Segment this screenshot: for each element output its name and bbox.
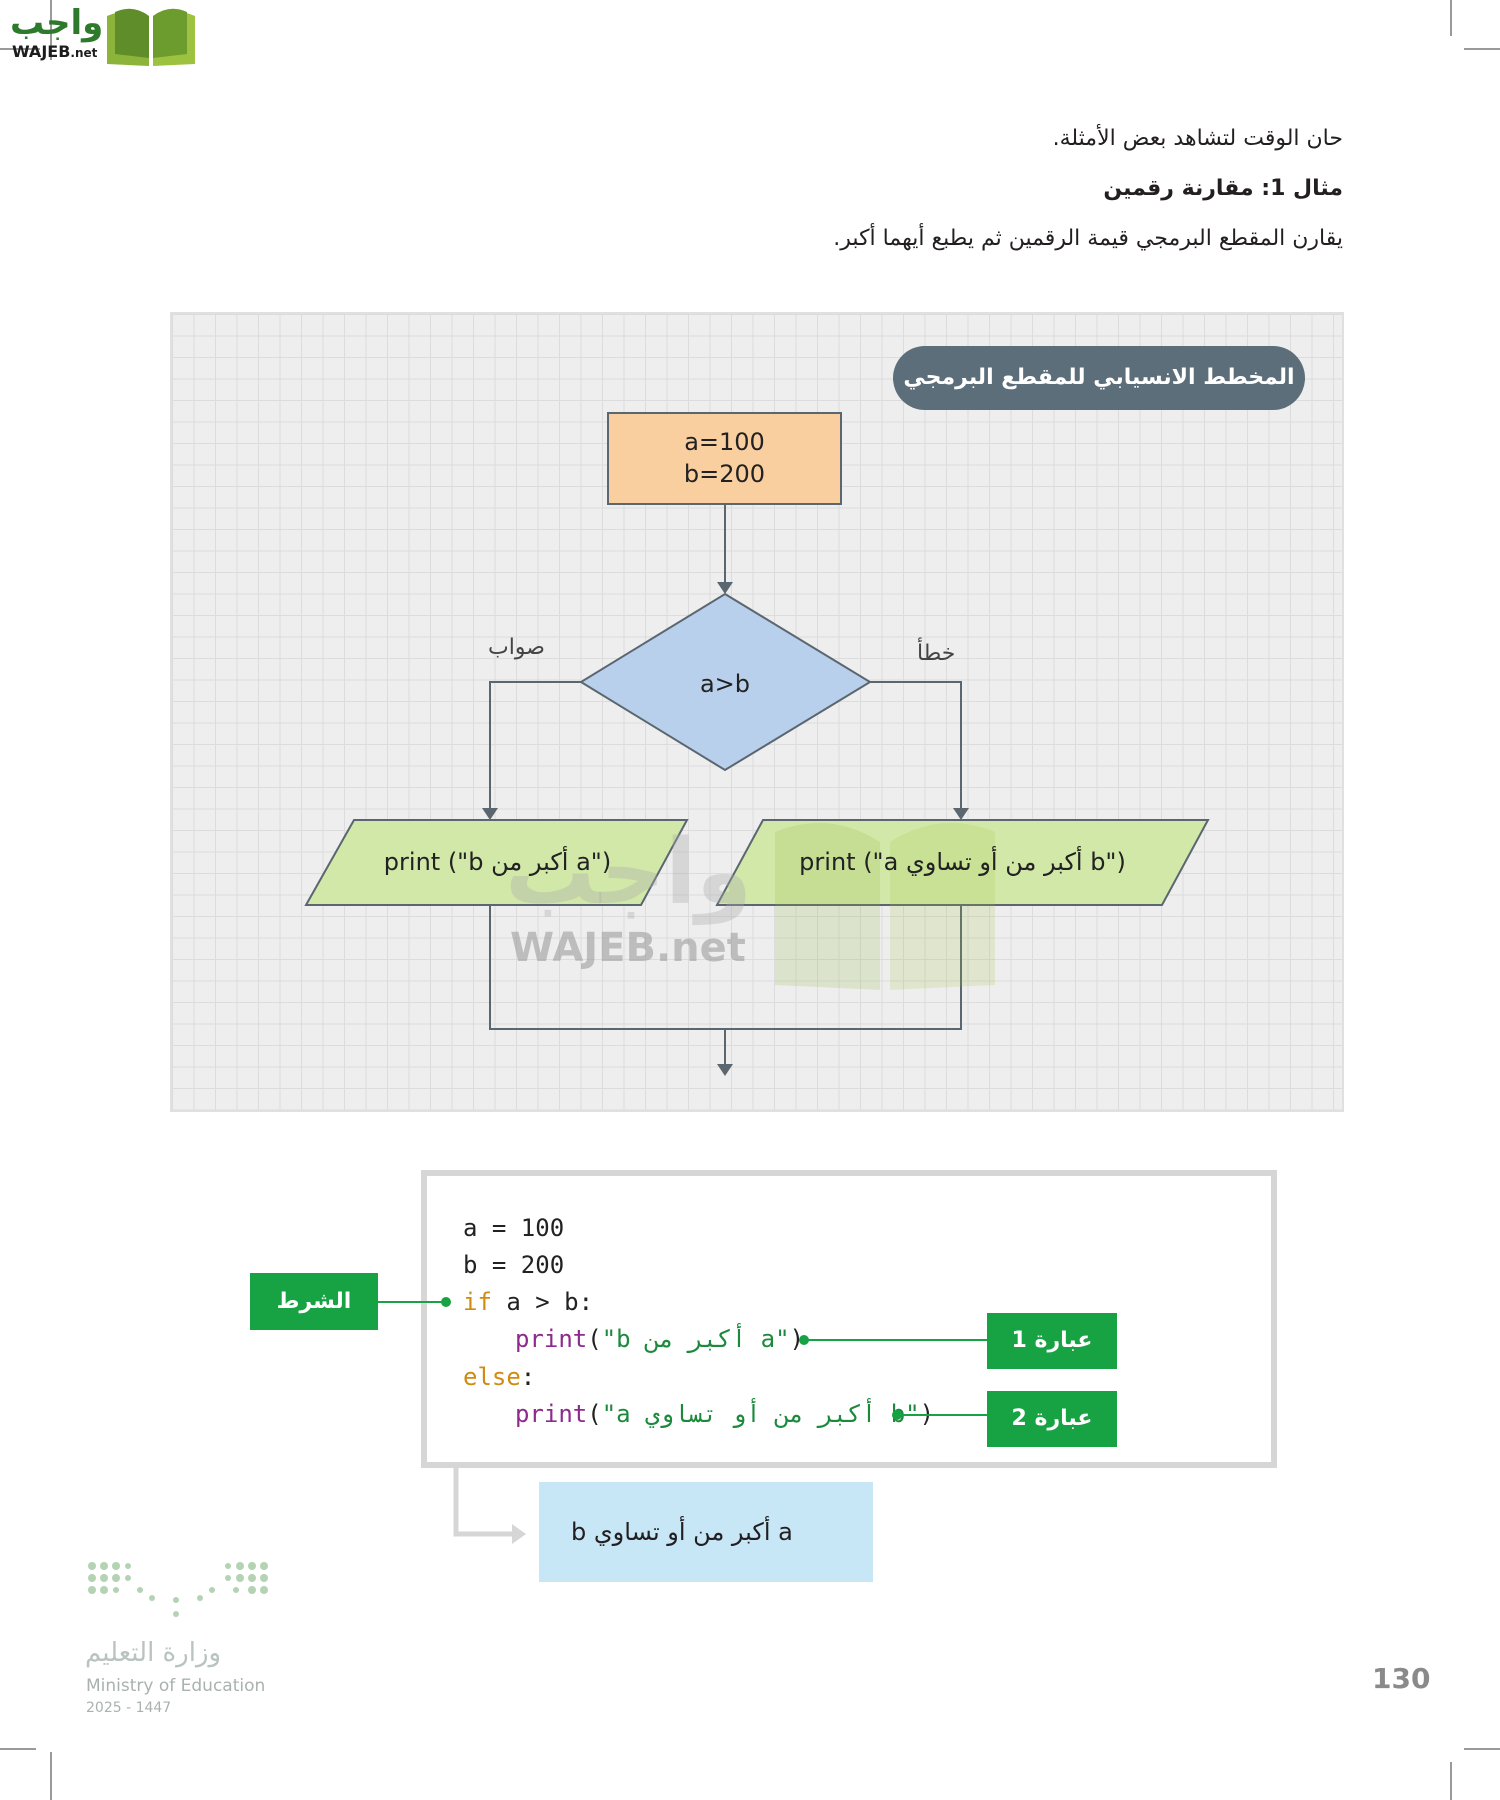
logo-english: WAJEB.net: [12, 42, 98, 61]
flowchart-title: المخطط الانسيابي للمقطع البرمجي: [893, 346, 1305, 410]
code-block: [421, 1170, 1277, 1468]
init-process-box: [607, 412, 842, 505]
ministry-years: 2025 - 1447: [86, 1700, 172, 1716]
intro-line: حان الوقت لتشاهد بعض الأمثلة.: [1052, 126, 1343, 151]
book-icon: [107, 8, 195, 66]
decision-condition: a>b: [699, 670, 751, 698]
true-output-text: print ("b أكبر من a"): [383, 848, 612, 876]
crop-mark-top-right-h: [1464, 48, 1500, 50]
false-output-shape: [715, 819, 1210, 906]
code-line-4: print("b أكبر من a"): [515, 1325, 805, 1353]
crop-mark-bottom-left: [50, 1752, 52, 1800]
condition-tag: الشرط: [250, 1273, 378, 1330]
code-line-2: b = 200: [463, 1251, 565, 1279]
crop-mark-bottom-left-h: [0, 1748, 36, 1750]
code-line-3: if a > b:: [463, 1288, 594, 1316]
code-line-1: a = 100: [463, 1214, 565, 1242]
example-heading: مثال 1: مقارنة رقمين: [1103, 176, 1343, 201]
crop-mark-bottom-right-h: [1464, 1748, 1500, 1750]
flowchart-arrowheads: [482, 582, 969, 1076]
ministry-name-arabic: وزارة التعليم: [85, 1638, 222, 1668]
crop-mark-top-left-h: [0, 48, 40, 50]
watermark-arabic: واجب: [505, 820, 752, 925]
output-arrow: [453, 1468, 515, 1537]
statement1-tag: عبارة 1: [987, 1313, 1117, 1369]
crop-mark-top-left: [50, 0, 52, 60]
crop-mark-top-right: [1450, 0, 1452, 36]
example-description: يقارن المقطع البرمجي قيمة الرقمين ثم يطب…: [833, 226, 1343, 251]
ministry-name-english: Ministry of Education: [86, 1676, 266, 1696]
watermark-book-icon: [775, 823, 995, 990]
output-text: b أكبر من أو تساوي a: [571, 1518, 793, 1546]
ministry-logo-icon: [88, 1562, 268, 1617]
page-number: 130: [1372, 1662, 1431, 1695]
false-output-text: print ("a أكبر من أو تساوي b"): [799, 848, 1126, 876]
init-line-a: a=100: [684, 428, 765, 456]
true-branch-label: صواب: [488, 635, 545, 660]
true-output-shape: [304, 819, 689, 906]
init-line-b: b=200: [683, 460, 766, 488]
flowchart-connectors: [489, 504, 962, 1066]
logo-arabic: واجب: [10, 3, 104, 43]
program-output: b أكبر من أو تساوي a: [539, 1482, 873, 1582]
statement2-tag: عبارة 2: [987, 1391, 1117, 1447]
watermark-english: WAJEB.net: [510, 925, 746, 971]
decision-diamond: [579, 592, 872, 772]
code-line-5: else:: [463, 1363, 536, 1391]
crop-mark-bottom-right: [1450, 1762, 1452, 1800]
false-branch-label: خطأ: [917, 641, 956, 666]
